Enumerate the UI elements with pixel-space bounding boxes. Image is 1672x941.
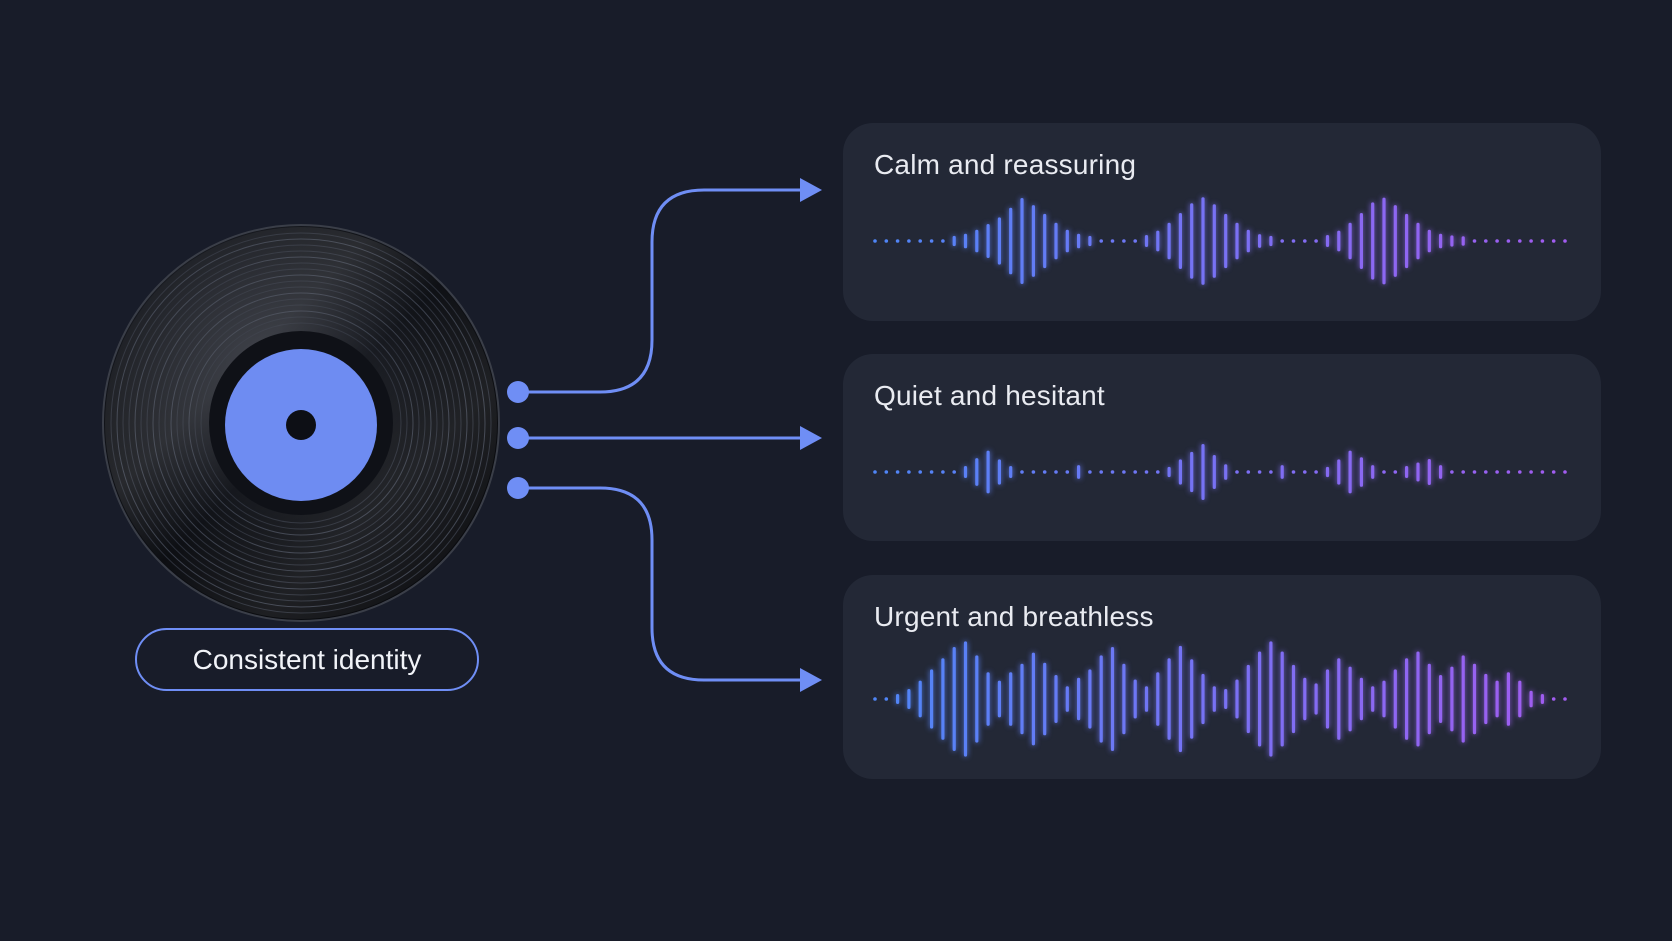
connector-dot-top	[507, 381, 529, 403]
waveform-dot	[1506, 470, 1511, 474]
variant-title: Urgent and breathless	[874, 601, 1154, 632]
waveform-dot	[1088, 470, 1092, 474]
waveform-dot	[1110, 239, 1115, 243]
waveform-dot	[1280, 239, 1284, 243]
waveform-dot	[1551, 470, 1556, 474]
connector-bottom	[518, 486, 800, 682]
waveform-dot	[1484, 470, 1488, 474]
waveform-dot	[1042, 470, 1047, 474]
waveform-dot	[1529, 239, 1533, 243]
waveform-dot	[1020, 470, 1024, 474]
connector-top	[518, 188, 800, 394]
arrowhead-top	[800, 178, 822, 202]
vinyl-record-icon	[102, 224, 500, 622]
waveform-dot	[1563, 470, 1567, 474]
waveform-dot	[1551, 239, 1556, 243]
spindle-hole	[286, 410, 316, 440]
waveform-dot	[1314, 239, 1318, 243]
waveform-dot	[1065, 470, 1070, 474]
waveform-dot	[1495, 239, 1499, 243]
connector-dot-middle	[507, 427, 529, 449]
variant-title: Quiet and hesitant	[874, 380, 1105, 411]
waveform-dot	[1099, 470, 1103, 474]
waveform-dot	[1246, 470, 1251, 474]
waveform-dot	[873, 239, 877, 243]
waveform-dot	[941, 470, 945, 474]
waveform-dot	[1122, 470, 1126, 474]
waveform-dot	[884, 470, 889, 474]
waveform-dot	[1529, 470, 1533, 474]
waveform-dot	[907, 470, 911, 474]
waveform-dot	[1122, 239, 1126, 243]
waveform-dot	[1257, 470, 1262, 474]
waveform-dot	[1099, 239, 1103, 243]
waveform-dot	[1382, 470, 1386, 474]
waveform-dot	[1540, 470, 1545, 474]
waveform-dot	[1291, 470, 1296, 474]
waveform-dot	[1484, 239, 1488, 243]
waveform-dot	[895, 239, 900, 243]
waveform-dot	[1110, 470, 1115, 474]
waveform-dot	[1518, 239, 1522, 243]
waveform-dot	[1472, 470, 1477, 474]
waveform-dot	[1156, 470, 1160, 474]
waveform-dot	[1303, 239, 1307, 243]
waveform-dot	[918, 470, 922, 474]
waveform-dot	[1461, 470, 1465, 474]
waveform-dot	[1144, 470, 1149, 474]
waveform-dot	[1450, 470, 1454, 474]
waveform-dot	[884, 697, 889, 701]
waveform-dot	[1291, 239, 1296, 243]
waveform-dot	[1472, 239, 1477, 243]
waveform-dot	[1054, 470, 1058, 474]
consistent-identity-label: Consistent identity	[135, 628, 479, 691]
waveform-dot	[929, 239, 934, 243]
waveform-dot	[1031, 470, 1036, 474]
waveform-dot	[884, 239, 889, 243]
waveform-calm	[873, 197, 1567, 285]
variant-card-quiet: Quiet and hesitant	[843, 354, 1601, 541]
waveform-dot	[1551, 697, 1556, 701]
waveform-dot	[1269, 470, 1273, 474]
waveform-dot	[1133, 239, 1137, 243]
waveform-dot	[1133, 470, 1137, 474]
variant-title: Calm and reassuring	[874, 149, 1137, 180]
waveform-dot	[1393, 470, 1398, 474]
waveform-dot	[941, 239, 945, 243]
waveform-dot	[929, 470, 934, 474]
waveform-dot	[873, 470, 877, 474]
waveform-dot	[1314, 470, 1318, 474]
connector-dot-bottom	[507, 477, 529, 499]
waveform-dot	[1495, 470, 1499, 474]
waveform-dot	[895, 470, 900, 474]
waveform-dot	[1563, 239, 1567, 243]
waveform-dot	[1303, 470, 1307, 474]
waveform-dot	[1235, 470, 1239, 474]
waveform-urgent	[873, 641, 1567, 757]
waveform-quiet	[873, 443, 1567, 500]
waveform-dot	[907, 239, 911, 243]
waveform-dot	[1540, 239, 1545, 243]
arrowhead-middle	[800, 426, 822, 450]
waveform-dot	[1506, 239, 1511, 243]
arrowhead-bottom	[800, 668, 822, 692]
waveform-dot	[918, 239, 922, 243]
waveform-dot	[1563, 697, 1567, 701]
waveform-dot	[952, 470, 956, 474]
variant-card-urgent: Urgent and breathless	[843, 575, 1601, 779]
variant-card-calm: Calm and reassuring	[843, 123, 1601, 321]
waveform-dot	[1518, 470, 1522, 474]
waveform-dot	[873, 697, 877, 701]
